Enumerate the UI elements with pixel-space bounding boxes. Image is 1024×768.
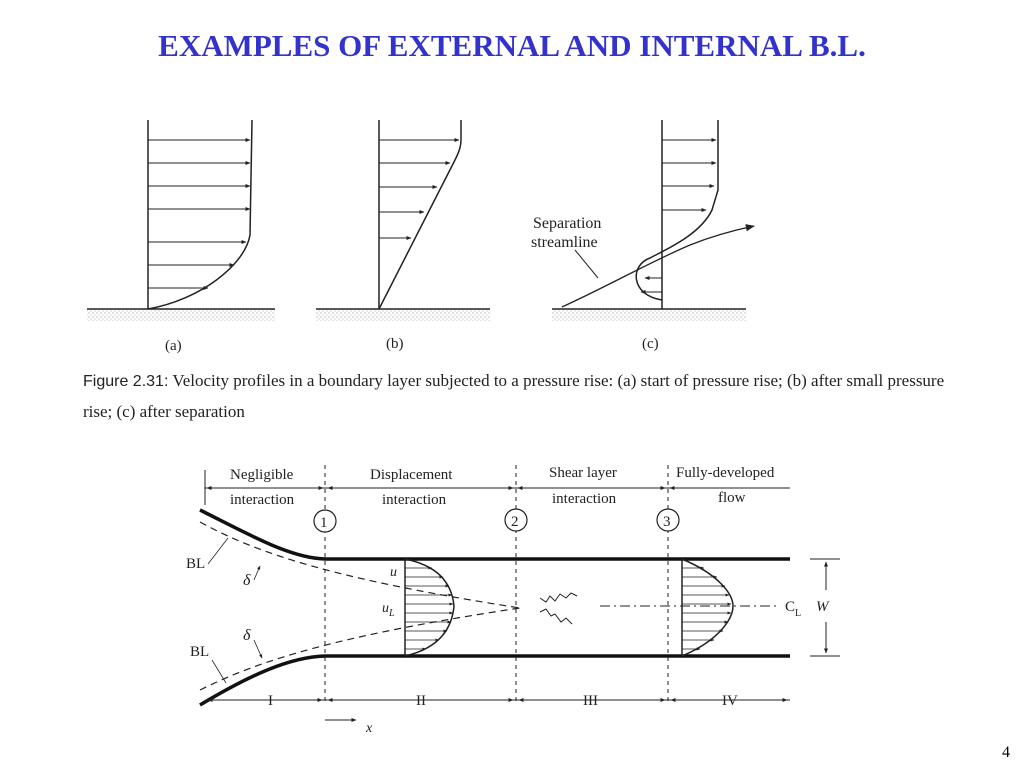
region-numeral-IV: IV	[722, 693, 738, 709]
station-3-marker: 3	[656, 508, 680, 532]
velocity-profile-panel-b: (b)	[316, 120, 490, 352]
x-axis-label: x	[365, 721, 373, 736]
region-1-label-line1: Negligible	[230, 467, 294, 483]
caption-lead: Figure 2.31:	[83, 373, 169, 390]
panel-c-label: (c)	[642, 336, 659, 352]
velocity-profile-panel-a: (a)	[87, 119, 275, 354]
region-numeral-III: III	[583, 693, 598, 709]
developing-profile	[404, 558, 455, 657]
region-2-label-line1: Displacement	[370, 467, 453, 483]
station-1-label: 1	[320, 515, 328, 531]
bl-label-bottom: BL	[190, 644, 209, 660]
region-4-label-line1: Fully-developed	[676, 465, 775, 481]
region-3-label-line1: Shear layer	[549, 465, 617, 481]
region-2-label-line2: interaction	[382, 492, 447, 508]
bl-label-top: BL	[186, 556, 205, 572]
separation-label-line2: streamline	[531, 234, 598, 251]
width-label: W	[816, 599, 830, 615]
velocity-profile-panel-c: Separation streamline (c)	[531, 120, 755, 352]
region-numeral-II: II	[416, 693, 426, 709]
uL-label-main: u	[382, 601, 389, 616]
internal-flow-diagram: Negligible interaction Displacement inte…	[186, 465, 840, 736]
centerline-label-main: C	[785, 599, 795, 615]
station-1-marker: 1	[313, 509, 337, 533]
figure-caption: Figure 2.31: Velocity profiles in a boun…	[83, 366, 963, 427]
region-1-label-line2: interaction	[230, 492, 295, 508]
centerline-label: CL	[785, 599, 801, 619]
u-label: u	[390, 565, 397, 580]
region-numeral-I: I	[268, 693, 273, 709]
page-number: 4	[1002, 744, 1010, 761]
station-3-label: 3	[663, 514, 671, 530]
uL-label-sub: L	[388, 608, 395, 619]
region-3-label-line2: interaction	[552, 491, 617, 507]
panel-a-label: (a)	[165, 338, 182, 354]
slide-title: EXAMPLES OF EXTERNAL AND INTERNAL B.L.	[158, 28, 866, 63]
uL-label: uL	[382, 601, 395, 619]
separation-label-line1: Separation	[533, 215, 601, 232]
delta-label-bottom: δ	[243, 627, 251, 644]
station-2-marker: 2	[504, 508, 528, 532]
delta-label-top: δ	[243, 572, 251, 589]
station-2-label: 2	[511, 514, 519, 530]
centerline-label-sub: L	[795, 608, 801, 619]
caption-text: Velocity profiles in a boundary layer su…	[83, 371, 945, 421]
region-4-label-line2: flow	[718, 490, 746, 506]
panel-b-label: (b)	[386, 336, 404, 352]
fully-developed-profile	[681, 558, 734, 657]
